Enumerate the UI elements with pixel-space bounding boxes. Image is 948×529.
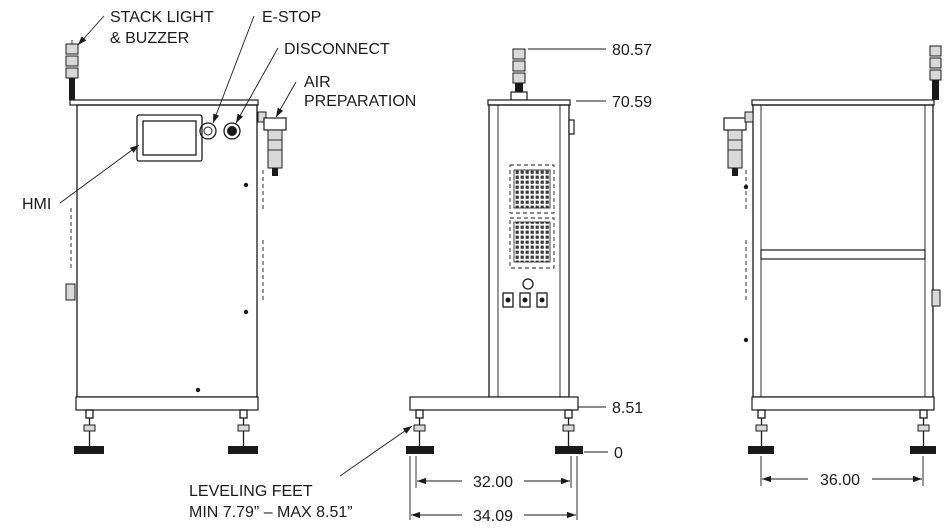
- label-preparation: PREPARATION: [304, 93, 416, 110]
- dim-height-cabinet-top: 70.59: [612, 94, 652, 111]
- front-view: [65, 40, 287, 454]
- callout-leaders: [59, 15, 413, 477]
- dim-width-inner-base: 32.00: [473, 474, 513, 491]
- front-air-preparation-unit: [257, 111, 287, 176]
- label-leveling-range: MIN 7.79” – MAX 8.51”: [189, 504, 353, 521]
- front-hmi-screen: [136, 114, 203, 162]
- dim-width-outer-base: 34.09: [473, 508, 513, 525]
- dim-width-frame-rear: 36.00: [820, 472, 860, 489]
- side-vent-panels: [509, 164, 555, 269]
- dim-height-base: 8.51: [612, 400, 643, 417]
- dim-height-floor: 0: [614, 445, 623, 462]
- rear-view: [723, 45, 942, 486]
- side-base-frame: [409, 396, 579, 411]
- height-dimension-leaders: [528, 48, 608, 453]
- side-view: [406, 48, 583, 454]
- front-stack-light: [65, 40, 79, 100]
- front-cabinet-top-lip: [69, 99, 259, 106]
- label-hmi: HMI: [22, 196, 51, 213]
- front-disconnect: [223, 122, 241, 140]
- rear-air-preparation-unit: [723, 111, 754, 176]
- front-cabinet-body: [76, 104, 258, 398]
- side-stack-light: [510, 48, 528, 101]
- rear-base-frame: [751, 396, 935, 411]
- label-disconnect: DISCONNECT: [284, 41, 390, 58]
- label-air: AIR: [304, 74, 331, 91]
- rear-stack-light: [929, 45, 942, 100]
- dim-height-stack-light: 80.57: [612, 42, 652, 59]
- front-base-frame: [75, 396, 259, 411]
- side-leveling-feet: [406, 409, 583, 454]
- label-stack-light: STACK LIGHT: [110, 9, 214, 26]
- label-leveling-feet: LEVELING FEET: [189, 483, 313, 500]
- side-connectors: [502, 278, 548, 308]
- rear-leveling-feet: [748, 409, 936, 454]
- label-buzzer: & BUZZER: [110, 30, 189, 47]
- front-estop: [199, 122, 217, 140]
- label-estop: E-STOP: [262, 9, 321, 26]
- front-leveling-feet: [74, 409, 258, 454]
- width-dimension-lines: [409, 456, 578, 520]
